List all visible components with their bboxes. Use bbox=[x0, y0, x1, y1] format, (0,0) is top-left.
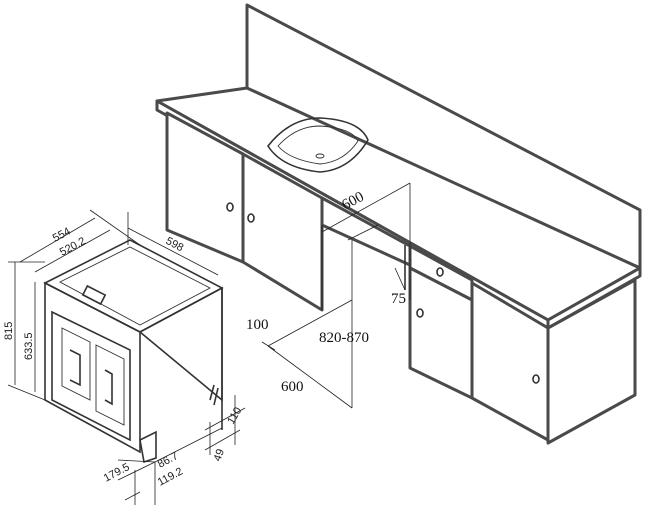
kitchen-cabinet-run bbox=[155, 3, 642, 445]
label-niche-bottom-gap: 100 bbox=[246, 317, 269, 333]
niche-dimension-lines bbox=[261, 182, 411, 409]
dishwasher-side bbox=[138, 286, 223, 402]
dishwasher bbox=[43, 239, 224, 464]
end-panel bbox=[546, 278, 637, 445]
label-plinth-height: 110 bbox=[225, 405, 244, 426]
label-niche-top-gap: 75 bbox=[391, 291, 406, 307]
sink bbox=[267, 117, 369, 173]
plinth-bracket bbox=[139, 430, 157, 464]
dishwasher-front bbox=[44, 281, 141, 454]
countertop-side-edge bbox=[546, 266, 642, 330]
label-height: 815 bbox=[3, 322, 15, 340]
cabinet-knobs bbox=[226, 202, 540, 384]
dishwasher-dimension-lines bbox=[7, 209, 246, 505]
label-niche-depth: 600 bbox=[281, 379, 304, 395]
door-panel bbox=[51, 310, 131, 442]
label-door-clearance: 179.5 bbox=[102, 461, 132, 485]
label-niche-height-range: 820-870 bbox=[319, 330, 369, 346]
label-door-height: 633.5 bbox=[23, 332, 35, 360]
label-foot-offset: 49 bbox=[212, 447, 227, 463]
